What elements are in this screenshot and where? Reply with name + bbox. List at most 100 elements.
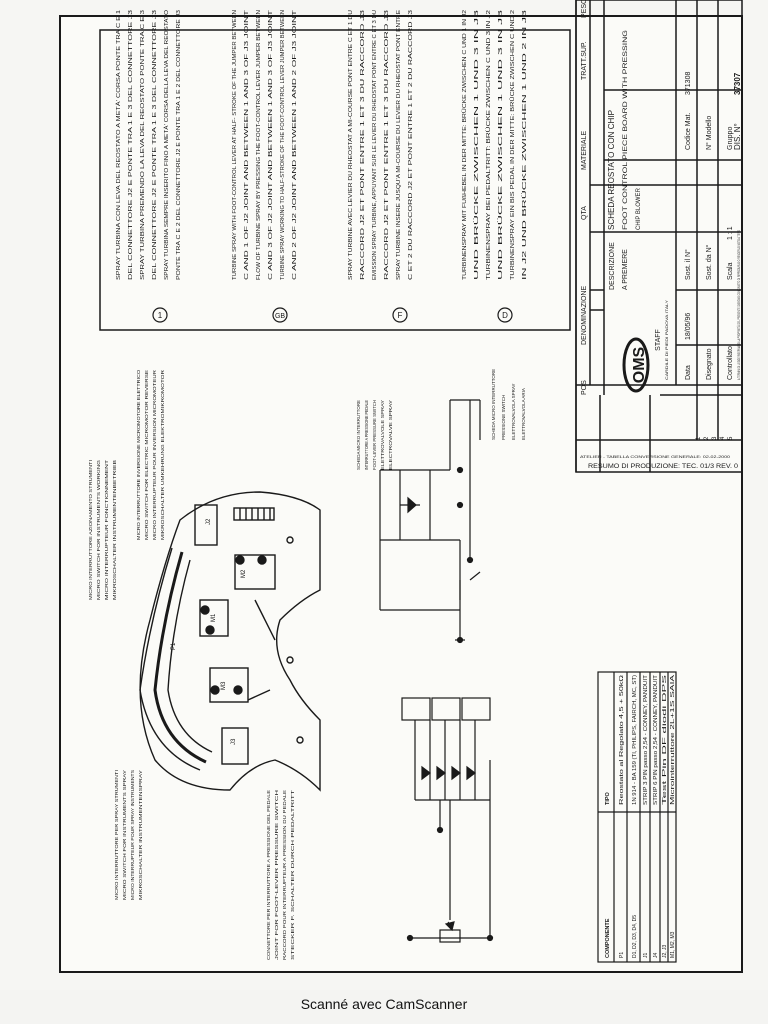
component-labels: P1 M1 M2 M3 J2 J3 (171, 518, 247, 745)
title-value: 1 : 1 (727, 226, 734, 240)
title-label: Controllato (727, 346, 734, 380)
revision-number: 1 (696, 436, 702, 440)
board-label-line: STECKER F. SCHALTER DURCH PEDALTRITT (290, 790, 296, 960)
note-line: UND BRÜCKE ZWISCHEN 1 UND 3 IN J3 (473, 10, 480, 280)
title-block-text: POSDENOMINAZIONEQTAMATERIALETRATT.SUP.PE… (581, 0, 742, 395)
board-hole (286, 536, 294, 544)
revision-number: 3 (712, 436, 718, 440)
title-notice: A TERMINI DI LEGGE RISERVIAMO LA PROPRIE… (737, 230, 741, 380)
title-label: DIS. N° (733, 123, 742, 150)
table-cell-component: J1 (643, 953, 649, 959)
title-header: MATERIALE (581, 131, 588, 170)
table-cell-type: Test Pin DF diodi DPS (662, 673, 668, 805)
board-hole (200, 605, 210, 615)
note-line: TURBINE SPRAY WORKING TO HALF-STROKE OF … (280, 10, 286, 280)
note-line: RACCORD J2 ET PONT ENTRE 1 ET 3 DU RACCO… (384, 10, 390, 280)
title-label: Data (685, 365, 692, 380)
title-value: CHIP BLOWER (636, 187, 642, 230)
rheostat-arc-inner (153, 551, 207, 764)
board-label-line: MICRO SWITCH FOR ELECTRIC MICROMOTOR REV… (144, 370, 150, 540)
board-label-line: MICRO SWITCH FOR INSTRUMENTS SPRAY (122, 769, 128, 900)
revision-number: 5 (728, 436, 734, 440)
board-trace (247, 689, 271, 701)
title-label: N° Modello (705, 116, 713, 150)
board-label-line: ELECTROVALVE SPRAY (388, 400, 393, 470)
revision-number: 2 (704, 436, 710, 440)
board-label-line: FOOT-LEVER PRESSURE SWITCH (372, 400, 377, 470)
scanner-watermark-text: Scanné avec CamScanner (300, 996, 468, 1012)
title-label: DESCRIZIONE (609, 242, 616, 290)
drawing-frame (59, 15, 743, 973)
note-line: IN J2 UND BRÜCKE ZWISCHEN 1 UND 2 IN J3 (521, 10, 528, 280)
title-block (575, 0, 743, 473)
board-labels-microswitch-reverse: MICRO INTERRUTTORE INVERSIONE MICROMOTOR… (136, 369, 166, 540)
note-marker-3 (392, 307, 408, 323)
schematic-diodes (401, 697, 494, 943)
board-label-line: MICRO INTERRUPTEUR FONCTIONNEMENT (104, 460, 110, 600)
title-value: 37307 (733, 72, 742, 95)
board-labels-pressure-connector: CONNETTORE PER INTERRUTTORE A PRESSIONE … (266, 789, 296, 960)
oms-logo: OMS STAFF (622, 329, 662, 393)
component-marker: J2 (206, 518, 212, 525)
board-labels-microswitch-instruments: MICRO INTERRUTTORE AZIONAMENTO STRUMENTI… (88, 460, 118, 600)
title-value: SCHEDA REOSTATO CON CHIP (607, 110, 616, 230)
board-label-line: SCHEDA MICRO INTERRUTTORE (356, 400, 361, 470)
connector-bottom (221, 727, 249, 765)
table-cell-type: Microinterruttore 2L+1S SAIA (670, 674, 676, 805)
note-marker-1-label: 1 (158, 311, 163, 320)
table-cell-component: J4 (653, 953, 659, 959)
title-header: DENOMINAZIONE (581, 286, 588, 345)
note-marker-4-label: D (502, 311, 508, 320)
microswitch-m3 (209, 667, 249, 703)
title-header: QTA (581, 206, 588, 220)
notes-group-1: 1 SPRAY TURBINA CON LEVA DEL REOSTATO A … (115, 9, 182, 323)
board-label-line: MICRO INTERRUTTORE AZIONAMENTO STRUMENTI (88, 460, 94, 600)
schematic-label: SCHEDA MICRO INTERRUTTORE (491, 369, 496, 440)
table-cell-type: Reostato al Regolato 4,5 + 50kΩ (619, 675, 625, 805)
company-logo-subtitle: STAFF (655, 329, 662, 351)
title-label: Sost. il N° (684, 249, 692, 280)
note-marker-2-label: GB (275, 313, 285, 320)
table-cell-type: 1N 914 - BA 159 (TI, PHILIPS, FAIRCH, MC… (632, 675, 638, 805)
note-line: C AND 3 OF J2 JOINT AND BETWEEN 1 AND 3 … (268, 9, 274, 280)
note-line: EMISSION SPRAY TURBINE, APPUYANT SUR LE … (372, 10, 378, 280)
board-trace (254, 599, 276, 641)
connector-top (194, 504, 218, 546)
board-hole (210, 685, 220, 695)
note-marker-2 (272, 307, 288, 323)
component-marker: M3 (221, 681, 227, 690)
board-label-line: INTERRUTTORE A PRESSIONE PEDALE (364, 400, 369, 470)
schematic-label: ELETTROVALVOLA SPRAY (511, 383, 516, 440)
table-cell-type: STRIP 3 PIN passo 2,54 - CONNEY, PANDUIT (643, 675, 649, 805)
note-line: C AND 2 OF J2 JOINT AND BETWEEN 1 AND 2 … (292, 9, 298, 280)
table-cell-component: M1, M2, M3 (670, 931, 676, 958)
board-label-line: MIKROSCHALTER INSTRUMENTENSPRAY (138, 769, 144, 900)
note-marker-1 (152, 307, 168, 323)
components-table (597, 671, 677, 963)
revision-note: ATELIER - TABELLA CONVERSIONE GENERALE: … (580, 454, 731, 459)
board-label-line: MIKROSCHALTER INSTRUMENTENBETRIEB (112, 460, 118, 600)
board-hole (235, 555, 245, 565)
table-cell-component: J2, J3 (662, 944, 668, 958)
component-marker: M1 (211, 613, 217, 622)
board-label-line: RACCORD POUR INTERRUPTEUR A PRESSION DU … (282, 790, 288, 960)
schematic-label: PRESSIONE SWITCH (501, 395, 506, 440)
board-label-line: MIKROSCHALTER UMKEHRUNG ELEKTROMIKROMOTO… (160, 369, 166, 540)
component-marker: P1 (171, 642, 177, 650)
pin-header (233, 507, 275, 521)
component-marker: J3 (231, 738, 237, 745)
component-marker: M2 (241, 569, 247, 578)
title-label: Disegnato (706, 348, 713, 380)
note-line: C AND 1 OF J2 JOINT AND BETWEEN 1 AND 3 … (244, 9, 250, 280)
microswitch-m2 (234, 554, 276, 590)
board-hole (205, 625, 215, 635)
board-label-line: MICRO INTERRUTTORE INVERSIONE MICROMOTOR… (136, 370, 142, 540)
note-line: TURBINENSPRAY BEI PEDALTRITT: BRÜCKE ZWI… (485, 10, 492, 280)
title-value: 371308 (685, 72, 692, 95)
note-line: TURBINENSPRAY MIT FUßHEBEL IN DER MITTE:… (461, 10, 468, 280)
note-line: DEL CONNETTORE J2 E PONTE TRA 1 E 3 DEL … (152, 10, 158, 280)
title-header: POS (581, 380, 588, 395)
